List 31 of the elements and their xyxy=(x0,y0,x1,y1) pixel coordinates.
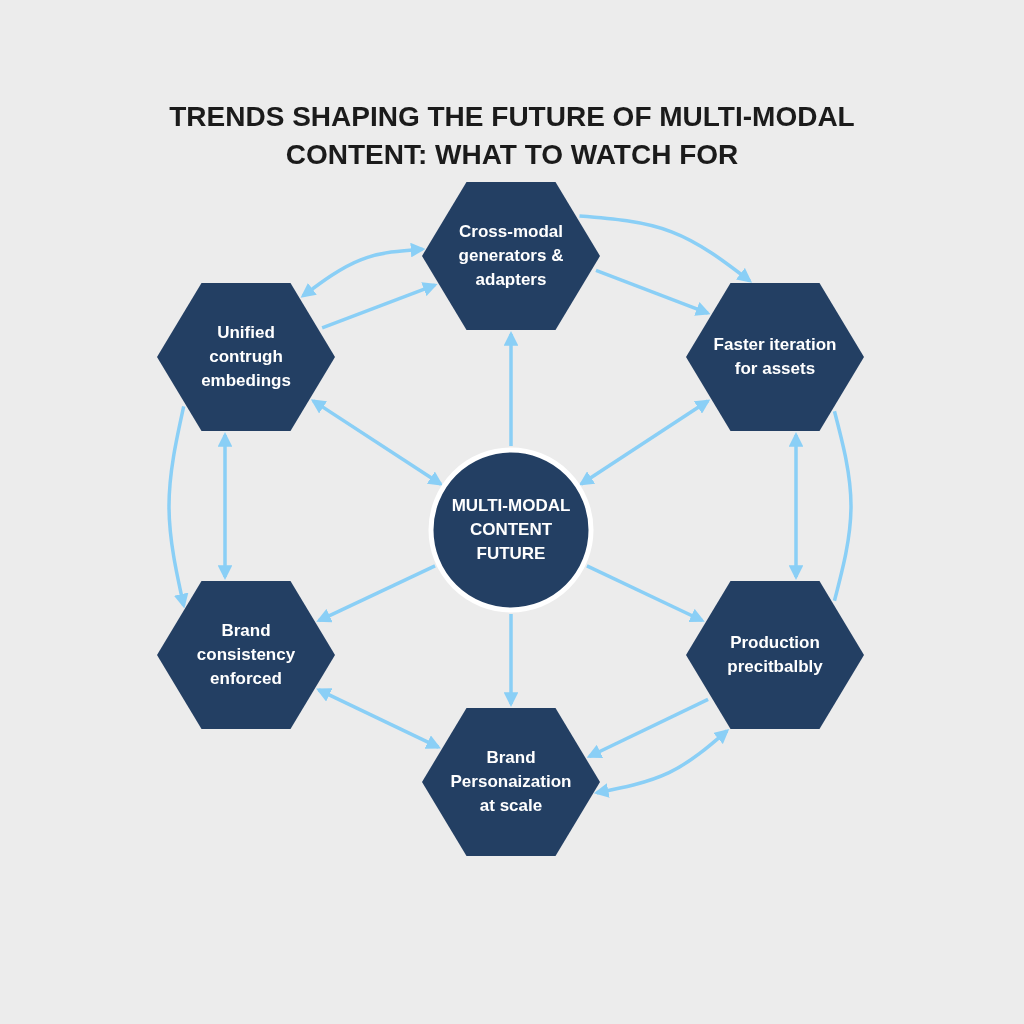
center-circle xyxy=(428,447,594,613)
arrow xyxy=(503,331,519,446)
hexagon-node xyxy=(157,581,335,729)
arrow xyxy=(310,399,444,486)
hexagon-node xyxy=(157,283,335,431)
node-label: Cross-modal generators & adapters xyxy=(457,221,565,291)
title: TRENDS SHAPING THE FUTURE OF MULTI-MODAL CONTENT: WHAT TO WATCH FOR xyxy=(168,100,856,172)
arrow xyxy=(217,432,233,580)
node-label: Production precitbalbly xyxy=(726,632,824,678)
arrow xyxy=(503,614,519,707)
node-label: Faster iteration for assets xyxy=(712,334,838,380)
hexagon-node xyxy=(422,182,600,330)
arrow xyxy=(167,405,189,609)
arrow xyxy=(579,214,753,283)
arrow xyxy=(316,688,441,749)
arrow xyxy=(586,697,709,759)
arrow xyxy=(595,268,711,316)
arrow xyxy=(788,432,804,580)
hexagon-node xyxy=(422,708,600,856)
arrow xyxy=(321,282,438,330)
hexagon-node xyxy=(686,283,864,431)
hexagon-node xyxy=(686,581,864,729)
node-label: Unified contrugh embedings xyxy=(200,322,292,392)
arrow xyxy=(593,728,730,798)
node-label: MULTI-MODAL CONTENT FUTURE xyxy=(450,495,572,565)
arrow xyxy=(586,564,705,623)
arrow xyxy=(316,564,436,623)
arrow xyxy=(578,399,711,486)
arrow xyxy=(300,242,426,298)
node-label: Brand Personaization at scale xyxy=(449,747,573,817)
node-label: Brand consistency enforced xyxy=(195,620,297,690)
